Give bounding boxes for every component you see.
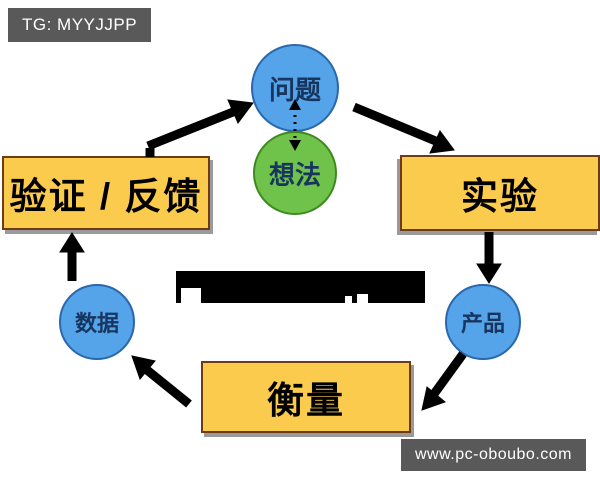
node-product: 产品	[445, 284, 521, 360]
node-problem-label: 问题	[268, 74, 321, 105]
redacted-text-bar	[176, 271, 425, 303]
watermark-badge-bottom-right: www.pc-oboubo.com	[400, 439, 586, 471]
node-measure-label: 衡量	[267, 380, 345, 421]
node-measure: 衡量	[201, 361, 411, 433]
node-data-label: 数据	[74, 311, 119, 336]
node-idea: 想法	[253, 131, 337, 215]
node-experiment: 实验	[400, 155, 600, 231]
redaction-notch	[357, 294, 368, 303]
node-product-label: 产品	[460, 311, 505, 336]
node-experiment-label: 实验	[461, 176, 539, 217]
watermark-badge-top-left: TG: MYYJJPP	[8, 8, 152, 42]
node-problem: 问题	[251, 44, 339, 132]
node-validate-feedback: 验证 / 反馈	[2, 156, 210, 230]
node-data: 数据	[59, 284, 135, 360]
node-validate-feedback-label: 验证 / 反馈	[9, 176, 203, 217]
redaction-notch	[345, 296, 352, 303]
redaction-notch	[181, 288, 201, 303]
node-idea-label: 想法	[268, 159, 321, 190]
